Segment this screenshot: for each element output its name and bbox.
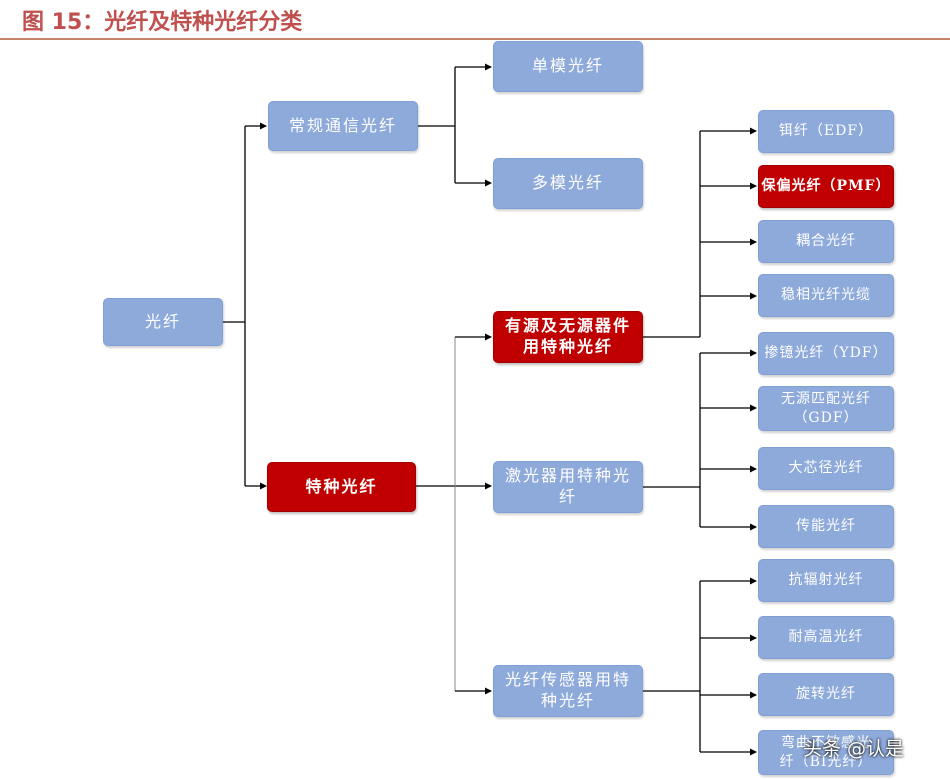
node-active-passive-device-fiber: 有源及无源器件用特种光纤 — [493, 311, 643, 363]
node-phase-stable-cable: 稳相光纤光缆 — [758, 274, 894, 317]
node-high-temp-fiber: 耐高温光纤 — [758, 616, 894, 659]
node-special-fiber: 特种光纤 — [267, 462, 416, 512]
watermark: 头条 @认是 — [803, 737, 905, 760]
title-rule — [0, 38, 950, 40]
node-single-mode-fiber: 单模光纤 — [493, 41, 643, 92]
node-optical-fiber: 光纤 — [103, 298, 223, 346]
node-ydf: 掺镱光纤（YDF） — [758, 332, 894, 375]
node-multi-mode-fiber: 多模光纤 — [493, 158, 643, 209]
node-sensor-special-fiber: 光纤传感器用特种光纤 — [493, 665, 643, 717]
node-bend-insensitive-fiber: 弯曲不敏感光纤（BI光纤） — [758, 730, 894, 775]
node-laser-special-fiber: 激光器用特种光纤 — [493, 461, 643, 513]
node-energy-fiber: 传能光纤 — [758, 505, 894, 548]
node-pmf: 保偏光纤（PMF） — [758, 165, 894, 208]
figure-title: 图 15：光纤及特种光纤分类 — [22, 10, 303, 35]
node-gdf: 无源匹配光纤（GDF） — [758, 386, 894, 431]
node-coupler-fiber: 耦合光纤 — [758, 220, 894, 263]
node-edf: 铒纤（EDF） — [758, 110, 894, 153]
node-spun-fiber: 旋转光纤 — [758, 673, 894, 716]
node-large-core-fiber: 大芯径光纤 — [758, 447, 894, 490]
node-radiation-resistant-fiber: 抗辐射光纤 — [758, 559, 894, 602]
node-conventional-comm-fiber: 常规通信光纤 — [268, 101, 418, 151]
